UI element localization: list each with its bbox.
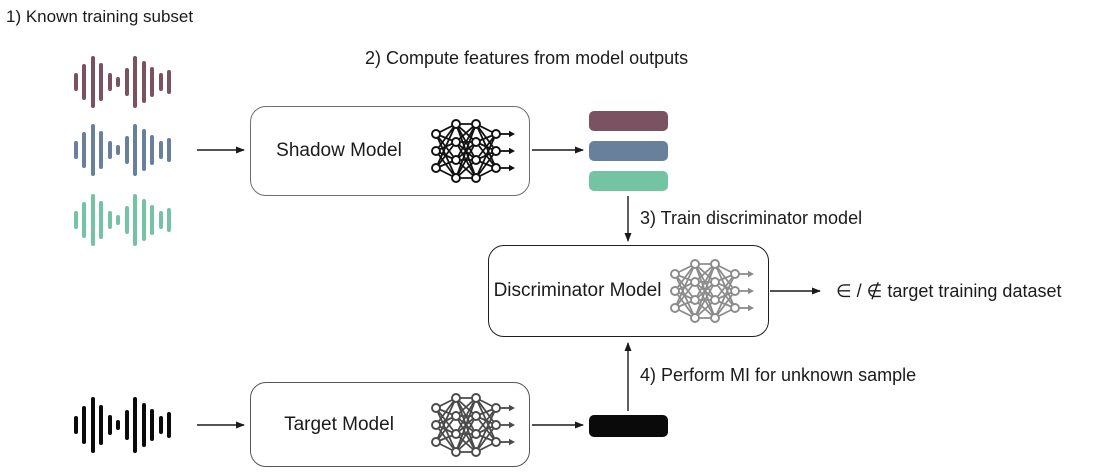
waveform-bar xyxy=(124,136,129,164)
waveform-bar xyxy=(90,397,95,453)
waveform-bar xyxy=(141,61,146,103)
waveform-bar xyxy=(99,131,104,169)
waveform-bar xyxy=(133,397,138,453)
shadow-model-label: Shadow Model xyxy=(276,140,402,161)
neural-network-icon xyxy=(427,116,519,186)
waveform-bar xyxy=(90,194,95,246)
waveform-bar xyxy=(107,140,112,160)
membership-output-label: ∈ / ∉ target training dataset xyxy=(836,281,1062,301)
target-model-box: Target Model xyxy=(250,382,530,467)
audio-waveform-icon-known-1 xyxy=(74,56,171,108)
feature-bar-slate xyxy=(589,141,668,161)
waveform-bar xyxy=(150,134,155,166)
waveform-bar xyxy=(74,415,78,435)
feature-bar-unknown xyxy=(589,415,668,437)
waveform-bar xyxy=(74,141,78,159)
waveform-bar xyxy=(158,141,163,159)
waveform-bar xyxy=(99,201,104,239)
waveform-bar xyxy=(158,73,163,91)
waveform-bar xyxy=(133,124,138,176)
waveform-bar xyxy=(90,124,95,176)
neural-network-icon xyxy=(427,390,519,460)
waveform-bar xyxy=(116,419,121,431)
waveform-bar xyxy=(141,199,146,241)
feature-bar-maroon xyxy=(589,111,668,131)
target-model-label: Target Model xyxy=(284,413,394,435)
waveform-bar xyxy=(166,137,171,163)
waveform-bar xyxy=(158,415,163,435)
waveform-bar xyxy=(150,66,155,98)
waveform-bar xyxy=(82,405,87,445)
waveform-bar xyxy=(99,63,104,101)
waveform-bar xyxy=(141,129,146,171)
waveform-bar xyxy=(116,145,121,155)
audio-waveform-icon-known-2 xyxy=(74,124,171,176)
waveform-bar xyxy=(82,202,87,238)
waveform-bar xyxy=(90,56,95,108)
step1-label: 1) Known training subset xyxy=(6,7,194,26)
waveform-bar xyxy=(124,410,129,440)
waveform-bar xyxy=(82,132,87,168)
waveform-bar xyxy=(158,211,163,229)
waveform-bar xyxy=(107,415,112,435)
step4-label: 4) Perform MI for unknown sample xyxy=(640,365,917,385)
waveform-bar xyxy=(166,207,171,233)
step2-label: 2) Compute features from model outputs xyxy=(365,48,689,68)
waveform-bar xyxy=(133,56,138,108)
shadow-model-box: Shadow Model xyxy=(250,106,530,196)
audio-waveform-icon-unknown xyxy=(74,397,171,453)
waveform-bar xyxy=(107,210,112,230)
waveform-bar xyxy=(124,68,129,96)
waveform-bar xyxy=(150,204,155,236)
feature-bar-teal xyxy=(589,171,668,191)
step3-label: 3) Train discriminator model xyxy=(640,208,863,228)
waveform-bar xyxy=(124,206,129,234)
waveform-bar xyxy=(141,402,146,448)
waveform-bar xyxy=(82,64,87,100)
discriminator-model-label: Discriminator Model xyxy=(493,280,662,301)
discriminator-model-box: Discriminator Model xyxy=(488,245,769,337)
waveform-bar xyxy=(133,194,138,246)
audio-waveform-icon-known-3 xyxy=(74,194,171,246)
waveform-bar xyxy=(107,72,112,92)
waveform-bar xyxy=(74,73,78,91)
waveform-bar xyxy=(166,411,171,439)
waveform-bar xyxy=(166,69,171,95)
waveform-bar xyxy=(116,77,121,87)
waveform-bar xyxy=(99,404,104,446)
waveform-bar xyxy=(150,408,155,442)
neural-network-icon xyxy=(666,256,758,326)
waveform-bar xyxy=(74,211,78,229)
waveform-bar xyxy=(116,215,121,225)
